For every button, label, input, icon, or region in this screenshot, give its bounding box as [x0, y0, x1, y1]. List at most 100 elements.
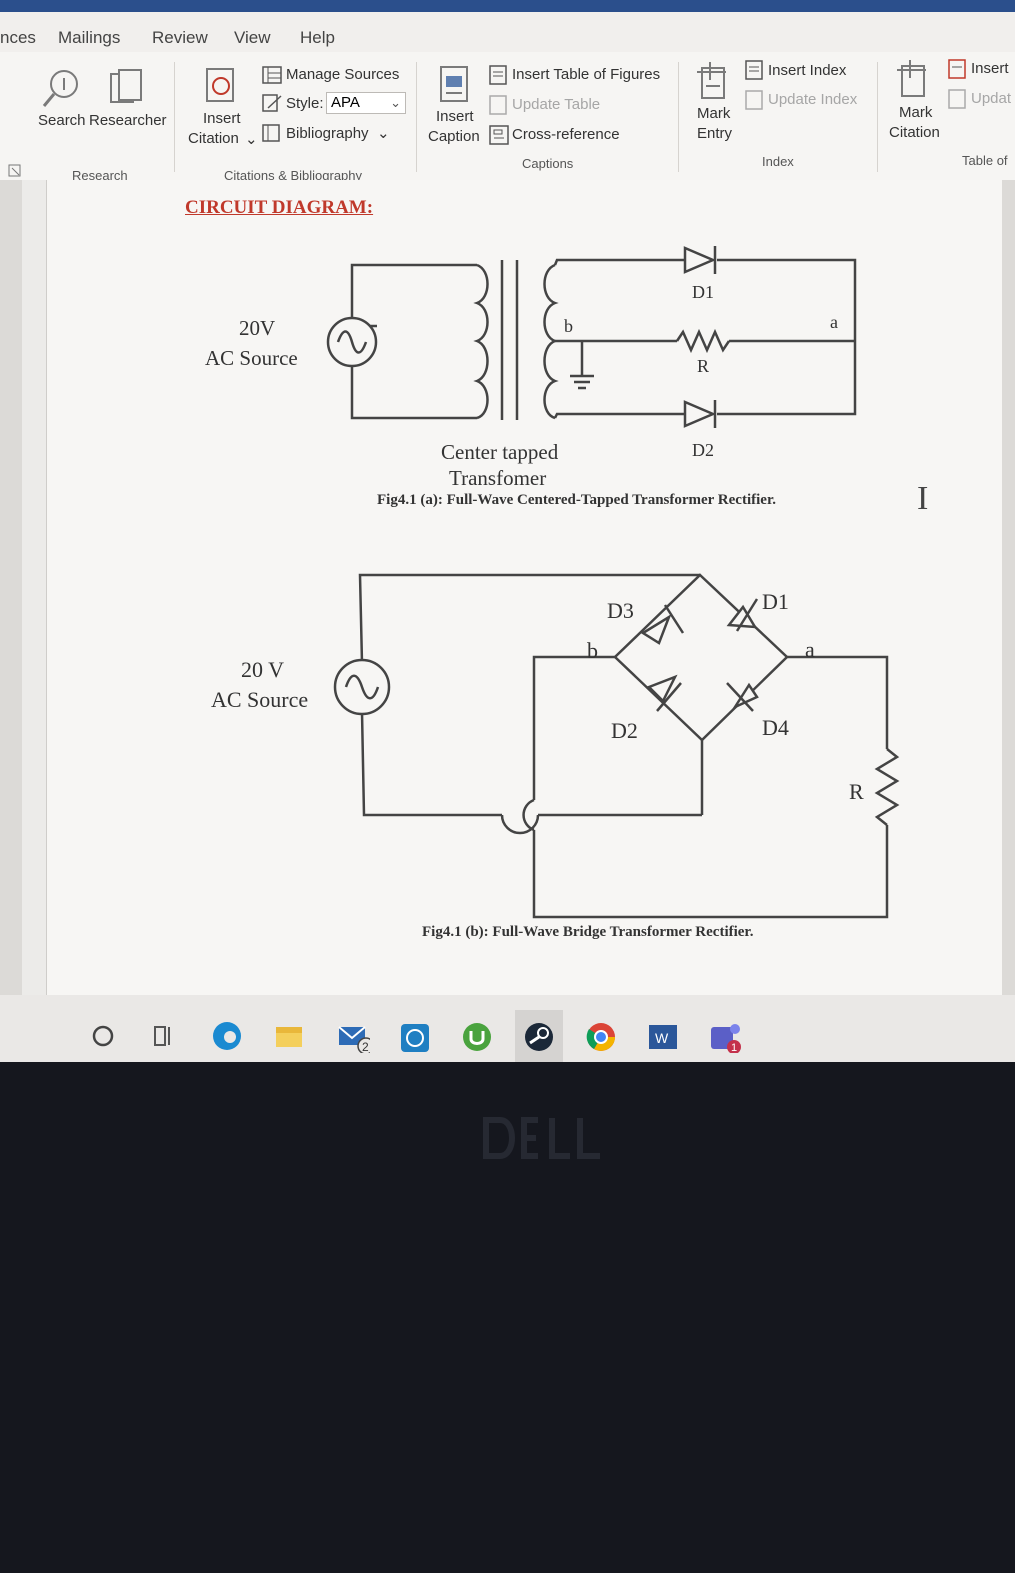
document-page[interactable]: CIRCUIT DIAGRAM:: [46, 180, 1002, 995]
mark-citation-label-1[interactable]: Mark: [899, 104, 933, 121]
fig-b-d4-label: D4: [762, 715, 789, 740]
insert-table-of-authorities-icon[interactable]: [948, 59, 968, 79]
style-dropdown[interactable]: APA ⌄: [326, 92, 406, 114]
screen: nces Mailings Review View Help Search Re…: [0, 0, 1015, 1062]
chevron-down-icon[interactable]: ⌄: [377, 125, 390, 142]
circuit-diagram-heading: CIRCUIT DIAGRAM:: [185, 197, 374, 218]
mark-citation-icon[interactable]: [896, 58, 930, 102]
manage-sources-icon[interactable]: [262, 66, 282, 84]
insert-citation-label-2[interactable]: Citation: [188, 130, 239, 147]
vertical-ruler: [22, 180, 46, 995]
fig-b-source-label-2: AC Source: [211, 687, 308, 712]
mark-entry-icon[interactable]: [696, 60, 730, 104]
update-table-icon: [489, 95, 507, 115]
fig-b-d3-label: D3: [607, 598, 634, 623]
fig-a-transformer-label-1: Center tapped: [441, 440, 559, 464]
insert-citation-label-1[interactable]: Insert: [203, 110, 241, 127]
teams-icon[interactable]: 1: [708, 1019, 742, 1053]
edge-browser-icon[interactable]: [210, 1019, 244, 1053]
style-value: APA: [331, 94, 360, 111]
fig-a-d2-label: D2: [692, 440, 714, 460]
researcher-button[interactable]: Researcher: [89, 112, 167, 129]
fig-a-node-b: b: [564, 316, 573, 336]
bibliography-icon[interactable]: [262, 124, 282, 142]
fig-a-source-label-1: 20V: [239, 316, 275, 340]
tab-references[interactable]: nces: [0, 28, 36, 55]
insert-index-icon[interactable]: [745, 60, 763, 80]
mark-entry-label-2[interactable]: Entry: [697, 125, 733, 142]
figure-a-center-tapped-rectifier: 20V AC Source Center tapped Transfomer D…: [205, 246, 857, 488]
figure-b-bridge-rectifier: 20 V AC Source D3 D1 D2 D4 R a b: [211, 573, 900, 919]
document-area: CIRCUIT DIAGRAM:: [0, 180, 1015, 995]
fig-b-caption: Fig4.1 (b): Full-Wave Bridge Transformer…: [422, 924, 754, 940]
bibliography-button[interactable]: Bibliography: [286, 125, 369, 142]
utorrent-icon[interactable]: [460, 1019, 494, 1053]
steam-icon[interactable]: [522, 1019, 556, 1053]
tab-help[interactable]: Help: [300, 28, 335, 47]
update-index-button[interactable]: Update Index: [768, 91, 858, 108]
fig-a-r-label: R: [697, 356, 709, 376]
tab-view[interactable]: View: [234, 28, 271, 47]
style-label: Style:: [286, 95, 324, 112]
ribbon-tabs: nces Mailings Review View Help: [0, 12, 1015, 55]
fig-a-d1-label: D1: [692, 282, 714, 302]
dialog-launcher-icon[interactable]: [8, 164, 22, 178]
insert-citation-icon[interactable]: [204, 66, 240, 106]
insert-caption-icon[interactable]: [438, 64, 470, 104]
word-icon[interactable]: W: [646, 1019, 680, 1053]
search-circle-icon[interactable]: [88, 1019, 122, 1053]
update-table-of-authorities-button[interactable]: Updat: [971, 90, 1012, 107]
insert-index-button[interactable]: Insert Index: [768, 62, 847, 79]
teams-badge: 1: [731, 1042, 737, 1053]
group-index: Index: [762, 154, 794, 169]
group-table-of-authorities: Table of: [962, 153, 1008, 168]
group-divider: [877, 62, 878, 172]
fig-b-node-a: a: [805, 637, 815, 662]
fig-b-d1-label: D1: [762, 589, 789, 614]
group-research: Research: [72, 168, 128, 183]
insert-table-of-figures-button[interactable]: Insert Table of Figures: [512, 66, 661, 83]
insert-caption-label-1[interactable]: Insert: [436, 108, 474, 125]
fig-a-source-label-2: AC Source: [205, 346, 298, 370]
file-explorer-icon[interactable]: [272, 1019, 306, 1053]
group-captions: Captions: [522, 156, 574, 171]
word-letter: W: [655, 1030, 669, 1046]
cross-reference-icon[interactable]: [489, 125, 509, 145]
mark-citation-label-2[interactable]: Citation: [889, 124, 940, 141]
insert-table-of-authorities-button[interactable]: Insert: [971, 60, 1009, 77]
fig-b-source-label-1: 20 V: [241, 657, 284, 682]
tab-mailings[interactable]: Mailings: [58, 28, 121, 47]
update-table-button[interactable]: Update Table: [512, 96, 601, 113]
text-cursor-icon: I: [917, 480, 929, 517]
taskbar: 2 W: [0, 995, 1015, 1062]
chrome-icon[interactable]: [584, 1019, 618, 1053]
dell-logo: [483, 1117, 600, 1159]
mark-entry-label-1[interactable]: Mark: [697, 105, 731, 122]
manage-sources-button[interactable]: Manage Sources: [286, 66, 400, 83]
researcher-icon[interactable]: [108, 68, 144, 108]
ribbon: Search Researcher Research Insert Citati…: [0, 52, 1015, 183]
task-view-icon[interactable]: [148, 1019, 182, 1053]
group-citations: Citations & Bibliography: [224, 168, 363, 183]
cross-reference-button[interactable]: Cross-reference: [512, 126, 620, 143]
mail-badge: 2: [362, 1040, 369, 1053]
update-index-icon: [745, 90, 763, 110]
fig-b-r-label: R: [849, 779, 864, 804]
fig-b-node-b: b: [587, 638, 598, 663]
group-divider: [416, 62, 417, 172]
tab-review[interactable]: Review: [152, 28, 208, 47]
group-divider: [174, 62, 175, 172]
title-bar: [0, 0, 1015, 12]
search-icon[interactable]: [40, 68, 84, 108]
fig-a-transformer-label-2: Transfomer: [449, 466, 546, 488]
style-icon: [262, 94, 282, 112]
dell-app-icon[interactable]: [398, 1019, 432, 1053]
search-button[interactable]: Search: [38, 112, 86, 129]
chevron-down-icon: ⌄: [390, 95, 401, 110]
insert-caption-label-2[interactable]: Caption: [428, 128, 480, 145]
update-table-of-authorities-icon: [948, 89, 966, 109]
mail-icon[interactable]: 2: [336, 1019, 370, 1053]
chevron-down-icon[interactable]: ⌄: [245, 131, 258, 148]
table-of-figures-icon[interactable]: [489, 65, 507, 85]
fig-a-caption: Fig4.1 (a): Full-Wave Centered-Tapped Tr…: [377, 492, 776, 508]
